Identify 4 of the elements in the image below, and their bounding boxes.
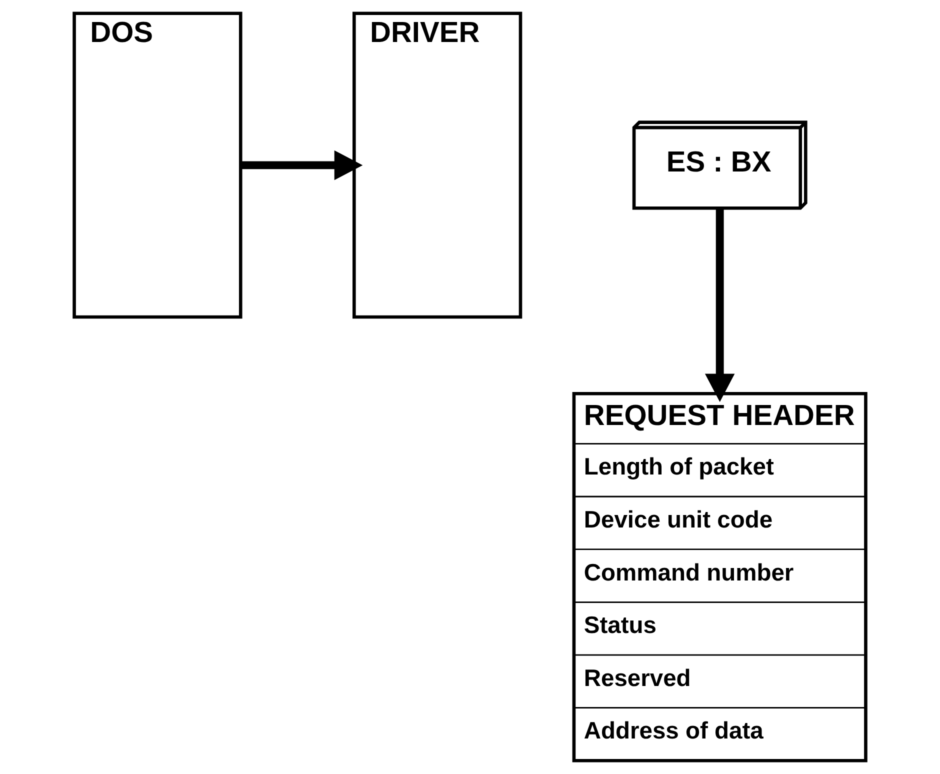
node-box: DRIVER bbox=[352, 12, 522, 319]
arrow bbox=[704, 208, 735, 402]
arrow bbox=[241, 150, 363, 180]
node-box: DOS bbox=[72, 12, 242, 319]
